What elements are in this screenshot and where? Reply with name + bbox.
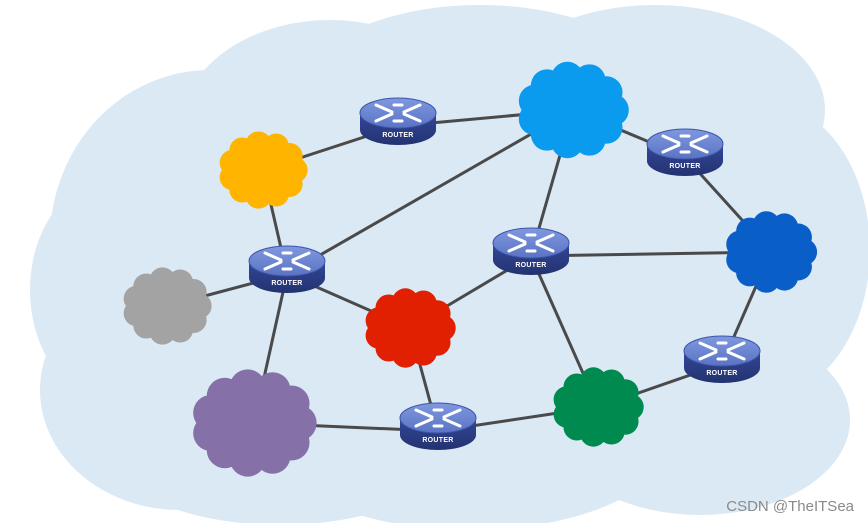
router-label: ROUTER [515, 262, 546, 269]
network-cloud-purple [193, 369, 317, 477]
network-cloud-darkblue [726, 211, 818, 293]
router-right-top: ROUTER [646, 128, 724, 176]
router-label: ROUTER [382, 132, 413, 139]
link-r-left-n-lightblue [286, 108, 574, 276]
network-cloud-lightblue [518, 61, 629, 159]
router-label: ROUTER [271, 280, 302, 287]
router-arrows-icon [414, 408, 462, 428]
router-label: ROUTER [706, 370, 737, 377]
router-left: ROUTER [248, 245, 326, 293]
router-arrows-icon [507, 233, 555, 253]
network-cloud-green [553, 367, 644, 447]
router-right-bottom: ROUTER [683, 335, 761, 383]
network-clouds [123, 61, 818, 477]
router-bottom: ROUTER [399, 402, 477, 450]
network-cloud-yellow [219, 131, 308, 209]
watermark: CSDN @TheITSea [726, 498, 854, 515]
router-arrows-icon [661, 134, 709, 154]
router-top: ROUTER [359, 97, 437, 145]
routers: ROUTER ROUTER ROUTER ROUTER ROUTER ROUTER [248, 97, 761, 450]
router-arrows-icon [698, 341, 746, 361]
network-cloud-gray [123, 267, 212, 345]
router-label: ROUTER [669, 163, 700, 170]
router-center: ROUTER [492, 227, 570, 275]
network-cloud-red [365, 288, 456, 368]
router-label: ROUTER [422, 437, 453, 444]
router-arrows-icon [263, 251, 311, 271]
router-arrows-icon [374, 103, 422, 123]
